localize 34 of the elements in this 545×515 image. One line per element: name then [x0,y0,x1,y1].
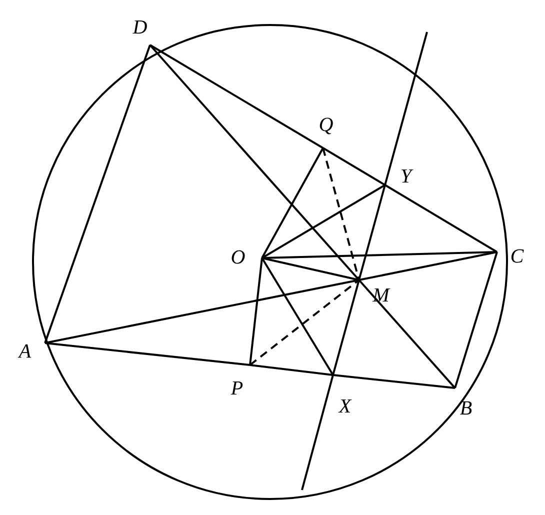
segment [358,251,498,281]
point-label: D [132,20,147,34]
dashed-segment [322,148,360,280]
segment [249,258,263,366]
segment [358,184,386,280]
point-label: M [372,288,390,302]
point-label: P [230,381,243,395]
segment [262,257,360,281]
point-label: X [338,399,352,413]
segment [44,44,151,344]
dashed-segment [249,279,360,366]
segment [261,148,324,258]
segment [149,44,360,281]
segment [332,374,456,389]
segment [322,147,386,186]
segment [150,44,324,149]
segment [262,251,498,259]
point-label: O [232,250,245,264]
segment [250,364,334,376]
point-label: B [460,401,472,415]
segment [358,279,456,389]
segment [44,279,360,344]
segment [384,32,428,186]
segment [454,252,498,388]
point-label: Q [320,118,333,134]
point-label: Y [402,169,414,183]
segment [332,280,360,376]
segment [44,342,250,366]
point-label: C [511,249,524,263]
point-label: A [18,344,32,358]
segment [262,184,386,259]
segment [261,257,334,376]
segment [384,184,498,253]
segment [301,374,334,490]
